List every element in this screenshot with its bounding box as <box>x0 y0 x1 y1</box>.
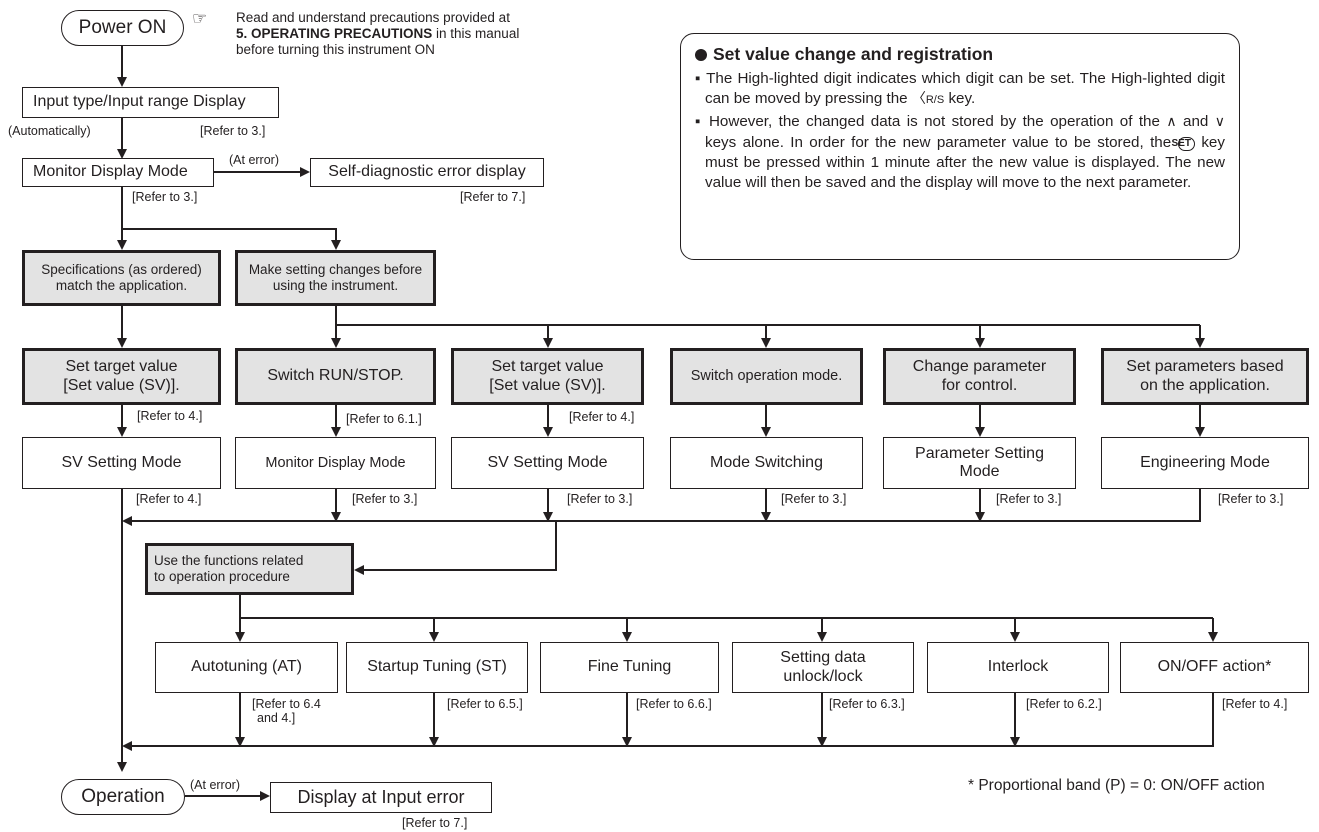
set-value-callout: Set value change and registration ▪ The … <box>680 33 1240 260</box>
callout-paragraph-2: ▪ However, the changed data is not store… <box>695 113 1225 192</box>
branch-opmode-gray: Switch operation mode. <box>670 348 863 405</box>
mode-ref-5: [Refer to 3.] <box>996 492 1062 506</box>
rs-key-icon: 〈 <box>911 90 926 107</box>
branch-ref-1: [Refer to 4.] <box>137 409 203 423</box>
monitor-mode-ref: [Refer to 3.] <box>132 190 198 204</box>
automatically-label: (Automatically) <box>8 124 91 138</box>
at-error-label-2: (At error) <box>190 778 240 792</box>
mode-ref-3: [Refer to 3.] <box>567 492 633 506</box>
set-key-icon: SET <box>1172 136 1195 151</box>
precaution-note: Read and understand precautions provided… <box>236 10 520 58</box>
mode-ref-6: [Refer to 3.] <box>1218 492 1284 506</box>
function-autotuning: Autotuning (AT) <box>155 642 338 693</box>
footnote: * Proportional band (P) = 0: ON/OFF acti… <box>968 777 1265 794</box>
input-error-node: Display at Input error <box>270 782 492 813</box>
function-interlock: Interlock <box>927 642 1109 693</box>
power-on-node: Power ON <box>61 10 184 46</box>
function-ref-6: [Refer to 4.] <box>1222 697 1288 711</box>
mode-sv-setting-2: SV Setting Mode <box>451 437 644 489</box>
input-error-ref: [Refer to 7.] <box>402 816 468 830</box>
branch-ref-2: [Refer to 6.1.] <box>346 412 422 426</box>
mode-parameter-setting: Parameter Setting Mode <box>883 437 1076 489</box>
function-startup-tuning: Startup Tuning (ST) <box>346 642 528 693</box>
input-display-node: Input type/Input range Display <box>22 87 279 118</box>
branch-sv-gray-2: Set target value[Set value (SV)]. <box>451 348 644 405</box>
function-ref-5: [Refer to 6.2.] <box>1026 697 1102 711</box>
function-onoff-action: ON/OFF action* <box>1120 642 1309 693</box>
function-fine-tuning: Fine Tuning <box>540 642 719 693</box>
function-ref-4: [Refer to 6.3.] <box>829 697 905 711</box>
at-error-label-1: (At error) <box>229 153 279 167</box>
self-diagnostic-node: Self-diagnostic error display <box>310 158 544 187</box>
mode-ref-2: [Refer to 3.] <box>352 492 418 506</box>
callout-title: Set value change and registration <box>695 44 1225 65</box>
down-key-icon: ∨ <box>1214 113 1225 130</box>
mode-sv-setting-1: SV Setting Mode <box>22 437 221 489</box>
function-unlock-lock: Setting data unlock/lock <box>732 642 914 693</box>
mode-monitor-display: Monitor Display Mode <box>235 437 436 489</box>
input-display-ref: [Refer to 3.] <box>200 124 266 138</box>
monitor-mode-node: Monitor Display Mode <box>22 158 214 187</box>
mode-switching: Mode Switching <box>670 437 863 489</box>
mode-ref-1: [Refer to 4.] <box>136 492 202 506</box>
function-ref-3: [Refer to 6.6.] <box>636 697 712 711</box>
black-circle-bullet-icon <box>695 48 707 61</box>
self-diagnostic-ref: [Refer to 7.] <box>460 190 526 204</box>
branch-runstop-gray: Switch RUN/STOP. <box>235 348 436 405</box>
branch-sv-gray-1: Set target value[Set value (SV)]. <box>22 348 221 405</box>
operation-node: Operation <box>61 779 185 815</box>
mode-engineering: Engineering Mode <box>1101 437 1309 489</box>
pointing-hand-icon: ☞ <box>192 9 208 28</box>
callout-paragraph-1: ▪ The High-lighted digit indicates which… <box>695 70 1225 108</box>
branch-ref-3: [Refer to 4.] <box>569 410 635 424</box>
up-key-icon: ∧ <box>1166 113 1177 130</box>
spec-match-node: Specifications (as ordered)match the app… <box>22 250 221 306</box>
function-ref-2: [Refer to 6.5.] <box>447 697 523 711</box>
mode-ref-4: [Refer to 3.] <box>781 492 847 506</box>
